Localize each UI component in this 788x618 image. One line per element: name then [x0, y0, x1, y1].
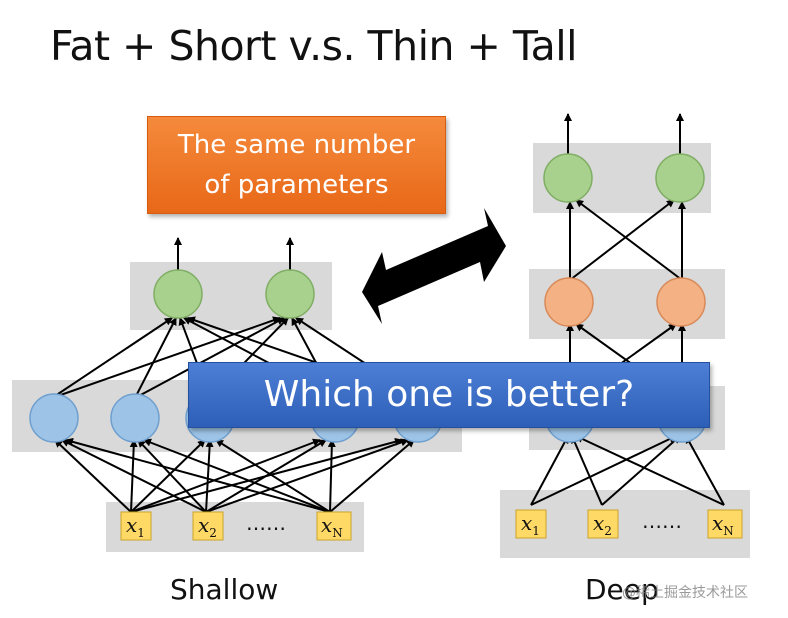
- shallow-output-arrows: [174, 237, 294, 272]
- shallow-hidden-neuron: [110, 393, 160, 443]
- deep-hidden2-neuron: [544, 277, 594, 327]
- deep-caption: Deep: [585, 573, 659, 606]
- svg-text:x2: x2: [198, 513, 217, 540]
- svg-text:xN: xN: [712, 511, 734, 538]
- deep-output-neuron: [655, 153, 705, 203]
- watermark: @稀土掘金技术社区: [622, 585, 748, 601]
- svg-text:x2: x2: [593, 511, 612, 538]
- question-callout: Which one is better?: [188, 362, 710, 428]
- deep-input-x1: x1: [515, 509, 547, 539]
- same-parameters-line2: of parameters: [204, 170, 389, 200]
- shallow-input-x1: x1: [120, 511, 152, 541]
- shallow-input-ellipsis: ……: [246, 511, 286, 535]
- deep-output-arrows: [564, 113, 684, 154]
- svg-text:xN: xN: [321, 513, 343, 540]
- shallow-output-neuron: [265, 269, 315, 319]
- deep-input-ellipsis: ……: [642, 509, 682, 533]
- deep-input-x2: x2: [587, 509, 619, 539]
- shallow-output-neuron: [153, 269, 203, 319]
- svg-text:x1: x1: [521, 511, 540, 538]
- shallow-input-xN: xN: [316, 511, 352, 541]
- same-parameters-line1: The same number: [177, 130, 416, 160]
- deep-output-neuron: [543, 153, 593, 203]
- double-arrow: [362, 208, 506, 324]
- same-parameters-callout: The same number of parameters: [147, 116, 446, 214]
- shallow-input-x2: x2: [192, 511, 224, 541]
- shallow-caption: Shallow: [170, 573, 279, 606]
- deep-input-xN: xN: [707, 509, 743, 539]
- deep-hidden2-neuron: [656, 277, 706, 327]
- shallow-hidden-neuron: [29, 393, 79, 443]
- shallow-input-to-hidden-edges: [54, 437, 415, 513]
- deep-network: x1 x2 …… xN: [500, 113, 750, 558]
- slide-title: Fat + Short v.s. Thin + Tall: [50, 22, 578, 70]
- deep-input-to-hidden1-edges: [530, 435, 725, 506]
- deep-hidden2-to-output-edges: [566, 199, 686, 281]
- svg-text:x1: x1: [126, 513, 145, 540]
